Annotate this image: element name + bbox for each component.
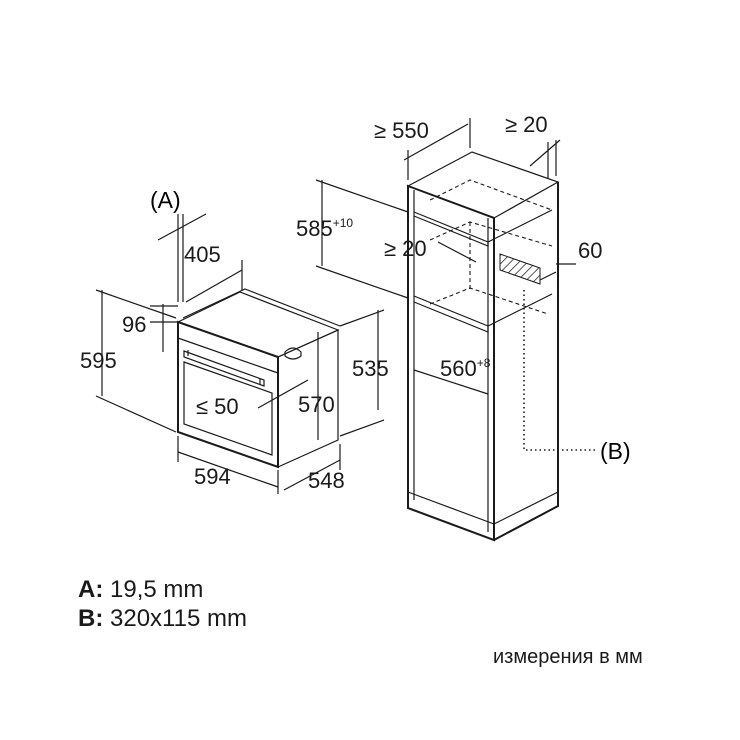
callout-b-label: (B) [600,438,631,464]
dim-cabinet-depth: ≥ 550 [374,118,429,143]
cabinet-drawing [406,151,598,542]
legend-b-value: 320x115 mm [110,605,247,632]
legend-a-value: 19,5 mm [110,576,204,603]
dim-shelf-gap: ≥ 20 [384,236,427,261]
dim-niche-height-tol: +10 [333,216,354,230]
dim-niche-height-main: 585 [296,216,333,241]
dim-oven-depth-a: 405 [184,242,221,267]
oven-dimension-lines [95,213,385,494]
dim-vent-depth: 60 [578,238,602,263]
dim-cable-gap: ≤ 50 [196,394,239,419]
legend-a-key: A: [78,576,104,603]
cabinet-dimension-lines [315,118,576,395]
dim-oven-width: 594 [194,464,231,489]
dim-niche-width-tol: +8 [477,356,491,370]
dim-niche-opening: 535 [352,356,389,381]
dim-rear-gap: ≥ 20 [505,112,548,137]
dim-niche-width: 560+8 [440,356,491,381]
legend-row-a: A: 19,5 mm [78,576,203,604]
legend-row-b: B: 320x115 mm [78,605,247,633]
dim-oven-offset: 96 [122,312,146,337]
dim-niche-depth: 570 [298,392,335,417]
dim-niche-width-main: 560 [440,356,477,381]
units-note: измерения в мм [493,646,643,668]
dim-oven-height: 595 [80,348,117,373]
dim-oven-body-depth: 548 [308,468,345,493]
legend-b-key: B: [78,605,104,632]
dim-niche-height: 585+10 [296,216,353,241]
oven-drawing [176,288,341,469]
callout-a-label: (A) [150,187,181,213]
